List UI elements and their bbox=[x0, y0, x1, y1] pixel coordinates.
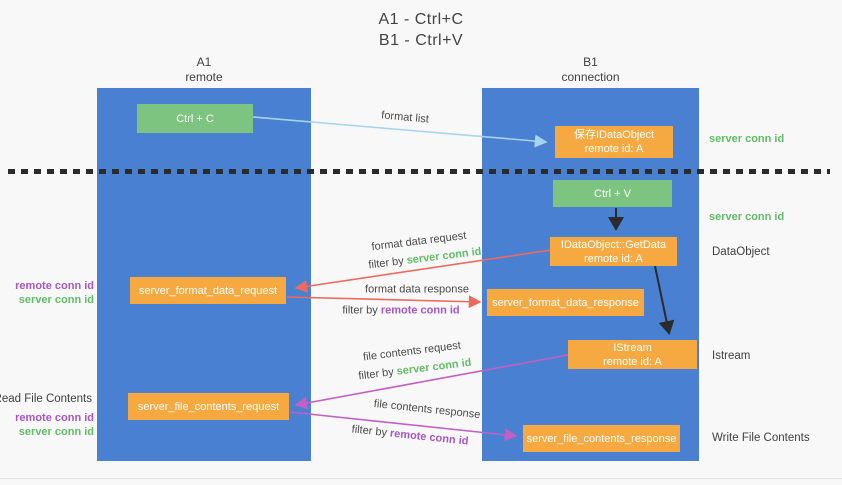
node-ctrl-v-label: Ctrl + V bbox=[594, 187, 631, 200]
node-ctrl-c: Ctrl + C bbox=[137, 104, 253, 133]
node-istream-line2: remote id: A bbox=[603, 355, 662, 368]
lane-b1-subtitle: connection bbox=[561, 70, 620, 84]
node-file-request-label: server_file_contents_request bbox=[137, 400, 280, 413]
filter-key-server-conn-2: server conn id bbox=[395, 356, 473, 378]
edge-label-format-data-response: format data response bbox=[365, 283, 469, 296]
annotation-remote-conn-id-2: remote conn id bbox=[15, 412, 94, 424]
title-line-a1: A1 - Ctrl+C bbox=[378, 11, 464, 28]
dotted-separator-line bbox=[8, 169, 830, 174]
title-line-b1: B1 - Ctrl+V bbox=[378, 32, 464, 49]
annotation-server-conn-id-left-2: server conn id bbox=[18, 426, 94, 438]
filter-prefix-4: filter by bbox=[351, 423, 388, 440]
node-format-request-label: server_format_data_request bbox=[138, 284, 278, 297]
annotation-istream: Istream bbox=[712, 350, 751, 362]
annotation-server-conn-id-left-1: server conn id bbox=[18, 294, 94, 306]
annotation-server-conn-id-top: server conn id bbox=[709, 133, 785, 145]
arrow-format-data-response bbox=[286, 295, 482, 309]
node-server-format-data-request: server_format_data_request bbox=[130, 277, 286, 304]
node-ctrl-v: Ctrl + V bbox=[553, 180, 672, 207]
node-istream: IStream remote id: A bbox=[568, 340, 697, 369]
annotation-remote-conn-id-1: remote conn id bbox=[15, 280, 94, 292]
filter-key-server-conn-1: server conn id bbox=[405, 245, 483, 267]
edge-label-format-list: format list bbox=[380, 109, 430, 126]
lane-b1-name: B1 bbox=[583, 55, 598, 69]
node-server-file-contents-request: server_file_contents_request bbox=[128, 393, 289, 420]
annotation-dataobject: DataObject bbox=[712, 246, 770, 258]
diagram-title: A1 - Ctrl+C B1 - Ctrl+V bbox=[0, 9, 842, 51]
node-istream-line1: IStream bbox=[613, 341, 652, 354]
node-format-response-label: server_format_data_response bbox=[492, 296, 639, 309]
node-ctrl-c-label: Ctrl + C bbox=[176, 112, 214, 125]
node-getdata-line2: remote id: A bbox=[584, 252, 643, 265]
filter-key-remote-conn-2: remote conn id bbox=[389, 427, 470, 448]
node-file-response-label: server_file_contents_response bbox=[526, 432, 677, 445]
lane-a1-subtitle: remote bbox=[185, 70, 223, 84]
filter-prefix-2: filter by bbox=[342, 304, 378, 317]
node-server-format-data-response: server_format_data_response bbox=[487, 289, 644, 316]
annotation-write-file-contents: Write File Contents bbox=[712, 432, 810, 444]
lane-header-a1: A1 remote bbox=[97, 55, 311, 85]
node-idataobject-getdata: IDataObject::GetData remote id: A bbox=[550, 237, 677, 266]
node-server-file-contents-response: server_file_contents_response bbox=[523, 425, 680, 452]
edge-label-file-contents-response: file contents response bbox=[373, 397, 481, 422]
node-save-idataobject-line2: remote id: A bbox=[584, 143, 644, 155]
bottom-edge-line bbox=[0, 478, 842, 479]
annotation-server-conn-id-mid: server conn id bbox=[709, 211, 785, 223]
node-save-idataobject-line1: 保存IDataObject bbox=[573, 129, 655, 141]
filter-prefix-3: filter by bbox=[357, 366, 395, 383]
filter-key-remote-conn-1: remote conn id bbox=[380, 304, 460, 317]
node-save-idataobject: 保存IDataObject remote id: A bbox=[555, 126, 673, 158]
annotation-read-file-contents: Read File Contents bbox=[0, 393, 92, 405]
lane-a1-name: A1 bbox=[196, 55, 212, 69]
lane-header-b1: B1 connection bbox=[482, 55, 699, 85]
filter-prefix-1: filter by bbox=[367, 255, 405, 272]
node-getdata-line1: IDataObject::GetData bbox=[560, 238, 667, 251]
